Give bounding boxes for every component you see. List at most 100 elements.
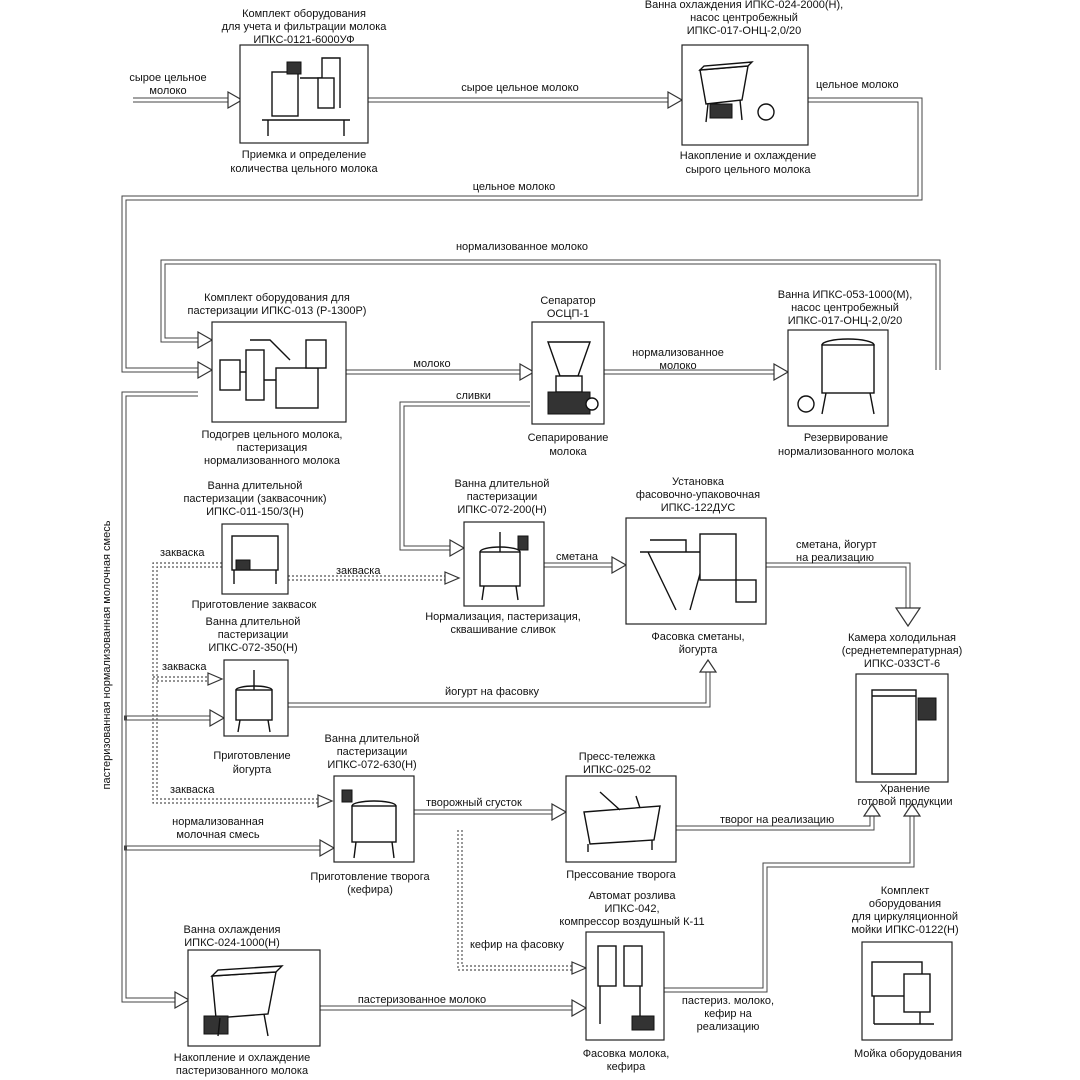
separator-title-line2: ОСЦП-1: [547, 308, 589, 320]
flow-label-normalized-return: нормализованное молоко: [456, 241, 588, 253]
filtration-title-line2: для учета и фильтрации молока: [222, 21, 388, 33]
press-cart: [565, 775, 677, 863]
flow-label-raw-in-2: молоко: [149, 85, 186, 97]
pasteurizer-title-line2: пастеризации ИПКС-013 (Р-1300Р): [188, 305, 367, 317]
svg-text:Подогрев цельного молока,пасте: Подогрев цельного молока,пастеризациянор…: [201, 429, 342, 467]
yogurt-vat-title-line1: Ванна длительной: [206, 616, 301, 628]
flow-lines: [121, 97, 941, 1011]
cooling-vat-past: [187, 949, 321, 1047]
reserve-caption-line2: нормализованного молока: [778, 446, 915, 458]
yogurt-vat-caption-line2: йогурта: [233, 764, 272, 776]
yogurt-vat-caption-line1: Приготовление: [213, 750, 290, 762]
pasteurizer-set: [211, 321, 347, 423]
filler-caption-line1: Фасовка молока,: [583, 1048, 670, 1060]
cream-vat-title-line1: Ванна длительной: [455, 478, 550, 490]
reserve-title-line1: Ванна ИПКС-053-1000(М),: [778, 289, 913, 301]
reserve-caption-line1: Резервирование: [804, 432, 888, 444]
cream-vat-caption-line1: Нормализация, пастеризация,: [425, 611, 581, 623]
cooling-raw-caption-line2: сырого цельного молока: [685, 164, 811, 176]
pasteurizer-caption-line3: нормализованного молока: [204, 455, 341, 467]
flow-label-yogurt: йогурт на фасовку: [445, 686, 540, 698]
flow-label-whole-out: цельное молоко: [816, 79, 899, 91]
flow-label-whole-return: цельное молоко: [473, 181, 556, 193]
separator: [531, 321, 605, 425]
cooling-raw-title-line1: Ванна охлаждения ИПКС-024-2000(Н),: [645, 0, 843, 11]
filtration-title-line3: ИПКС-0121-6000УФ: [253, 34, 354, 46]
svg-text:Камера холодильная(среднетемпе: Камера холодильная(среднетемпературная)И…: [842, 632, 963, 670]
cooling-vat-raw: [681, 44, 809, 146]
flow-label-norm-mix-2: молочная смесь: [176, 829, 259, 841]
starter-caption: Приготовление заквасок: [192, 599, 317, 611]
packing-title-line2: фасовочно-упаковочная: [636, 489, 760, 501]
flow-label-kefir: кефир на фасовку: [470, 939, 564, 951]
packing-caption-line1: Фасовка сметаны,: [651, 631, 744, 643]
flow-label-to-sale-2: на реализацию: [796, 552, 874, 564]
filler-title-line3: компрессор воздушный К-11: [559, 916, 704, 928]
filtration-caption-line2: количества цельного молока: [230, 163, 378, 175]
starter-flows: [152, 562, 572, 971]
yogurt-vat-title-line2: пастеризации: [218, 629, 289, 641]
washing-caption: Мойка оборудования: [854, 1048, 962, 1060]
separator-caption-line1: Сепарирование: [528, 432, 609, 444]
flow-label-past-sale-3: реализацию: [697, 1021, 760, 1033]
yogurt-vat: [223, 659, 289, 737]
separator-caption-line2: молока: [549, 446, 587, 458]
press-title-line2: ИПКС-025-02: [583, 764, 651, 776]
reserve-vat: [787, 329, 889, 427]
packing-title-line1: Установка: [672, 476, 725, 488]
flow-label-past-sale-1: пастериз. молоко,: [682, 995, 774, 1007]
pasteurizer-caption-line1: Подогрев цельного молока,: [201, 429, 342, 441]
cold-room-caption-line2: готовой продукции: [858, 796, 953, 808]
starter-title-line2: пастеризации (заквасочник): [183, 493, 326, 505]
curd-vat-title-line1: Ванна длительной: [325, 733, 420, 745]
cream-vat-title-line2: пастеризации: [467, 491, 538, 503]
cooling-raw-title-line2: насос центробежный: [690, 12, 798, 24]
curd-vat-title-line2: пастеризации: [337, 746, 408, 758]
reserve-title-line2: насос центробежный: [791, 302, 899, 314]
curd-vat-caption-line1: Приготовление творога: [310, 871, 430, 883]
washing-title-line4: мойки ИПКС-0122(Н): [851, 924, 958, 936]
flow-label-raw-in-1: сырое цельное: [129, 72, 206, 84]
flow-label-cream: сливки: [456, 390, 491, 402]
flow-label-past-sale-2: кефир на: [704, 1008, 752, 1020]
arrow-heads: [174, 90, 922, 1018]
press-caption: Прессование творога: [566, 869, 676, 881]
svg-text:Фасовка молока,кефира: Фасовка молока,кефира: [583, 1048, 670, 1073]
arrowhead: [227, 90, 244, 110]
flow-label-past-milk: пастеризованное молоко: [358, 994, 486, 1006]
svg-text:Ванна ИПКС-053-1000(М),насос ц: Ванна ИПКС-053-1000(М),насос центробежны…: [778, 289, 913, 327]
svg-text:Приготовление творога(кефира): Приготовление творога(кефира): [310, 871, 430, 896]
flow-label-curd-sale: творог на реализацию: [720, 814, 834, 826]
cooling-raw-title-line3: ИПКС-017-ОНЦ-2,0/20: [687, 25, 802, 37]
cold-room: [855, 673, 949, 783]
svg-text:Фасовка сметаны,йогурта: Фасовка сметаны,йогурта: [651, 631, 744, 656]
filler-unit: [585, 931, 665, 1041]
cooling-past-caption-line2: пастеризованного молока: [176, 1065, 309, 1077]
filler-caption-line2: кефира: [607, 1061, 646, 1073]
packing-title-line3: ИПКС-122ДУС: [661, 502, 736, 514]
packing-unit: [625, 517, 767, 625]
cooling-past-title-line2: ИПКС-024-1000(Н): [184, 937, 279, 949]
flow-label-normalized-1: нормализованное: [632, 347, 724, 359]
pasteurizer-caption-line2: пастеризация: [237, 442, 307, 454]
cooling-past-title-line1: Ванна охлаждения: [184, 924, 281, 936]
reserve-title-line3: ИПКС-017-ОНЦ-2,0/20: [788, 315, 903, 327]
svg-text:Нормализация, пастеризация,скв: Нормализация, пастеризация,сквашивание с…: [425, 611, 581, 636]
starter-title-line1: Ванна длительной: [208, 480, 303, 492]
